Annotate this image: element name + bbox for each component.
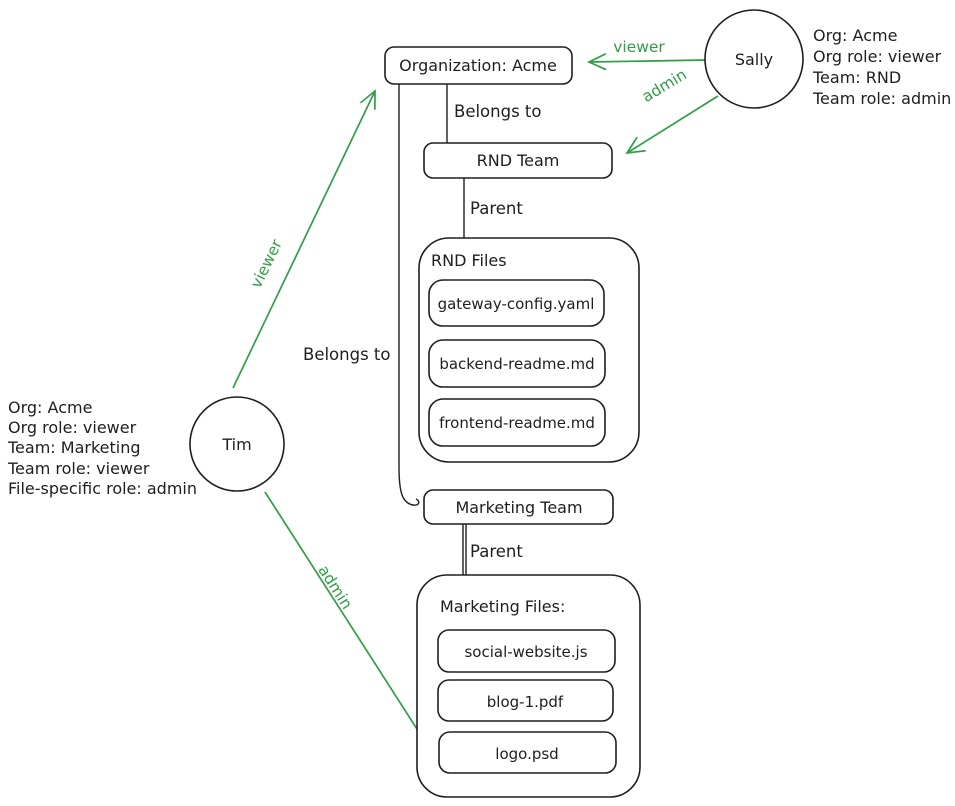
rnd-files-title: RND Files [431, 251, 507, 270]
sally-circle-label: Sally [735, 50, 773, 69]
sally-info-line: Org role: viewer [813, 47, 942, 66]
edge-rnd-to-files-label: Parent [470, 199, 523, 218]
sally-info-line: Team: RND [812, 68, 901, 87]
file-box-social-website-label: social-website.js [464, 643, 587, 661]
file-box-logo-psd-label: logo.psd [495, 745, 558, 763]
tim-circle-label: Tim [221, 435, 251, 454]
file-box-frontend-readme [428, 398, 606, 447]
sally-info-line: Team role: admin [812, 89, 951, 108]
file-box-gateway-config [428, 279, 605, 327]
file-box-logo-psd [438, 731, 617, 774]
file-box-gateway-config-label: gateway-config.yaml [438, 295, 595, 313]
arrow-sally-viewer-label: viewer [613, 38, 665, 56]
edge-org-to-marketing-label: Belongs to [303, 345, 391, 364]
sally-info-line: Org: Acme [813, 26, 897, 45]
tim-info-line: Org: Acme [8, 398, 92, 417]
rnd-team-box [423, 142, 613, 179]
arrow-tim-admin [264, 491, 435, 756]
arrow-sally-admin-label: admin [639, 65, 690, 105]
file-box-social-website [437, 629, 616, 673]
sally-info: Org: Acme Org role: viewer Team: RND Tea… [812, 26, 951, 108]
tim-info-line: Org role: viewer [8, 418, 137, 437]
arrow-tim-admin-label: admin [314, 562, 356, 613]
tim-circle [189, 396, 285, 492]
rnd-team-box-label: RND Team [477, 151, 560, 170]
tim-info-line: File-specific role: admin [8, 479, 197, 498]
tim-info-line: Team role: viewer [7, 459, 150, 478]
arrow-tim-viewer-label: viewer [247, 236, 286, 291]
edge-org-to-rnd-label: Belongs to [454, 102, 542, 121]
file-box-blog-1 [437, 679, 614, 722]
org-box-label: Organization: Acme [399, 56, 557, 75]
file-box-blog-1-label: blog-1.pdf [487, 693, 564, 711]
arrow-tim-viewer [232, 89, 376, 389]
file-box-backend-readme-label: backend-readme.md [439, 355, 594, 373]
file-box-frontend-readme-label: frontend-readme.md [439, 414, 595, 432]
edge-marketing-to-files-label: Parent [470, 542, 523, 561]
marketing-files-title: Marketing Files: [440, 597, 565, 616]
file-box-backend-readme [428, 339, 606, 388]
org-box [384, 46, 573, 85]
marketing-team-box [423, 489, 614, 525]
edge-org-to-marketing [398, 84, 420, 506]
tim-info-line: Team: Marketing [7, 438, 141, 457]
arrow-sally-admin [625, 95, 719, 155]
marketing-team-box-label: Marketing Team [455, 498, 582, 517]
tim-info: Org: Acme Org role: viewer Team: Marketi… [7, 398, 197, 498]
sally-circle [704, 9, 804, 109]
arrow-sally-viewer [587, 52, 707, 71]
